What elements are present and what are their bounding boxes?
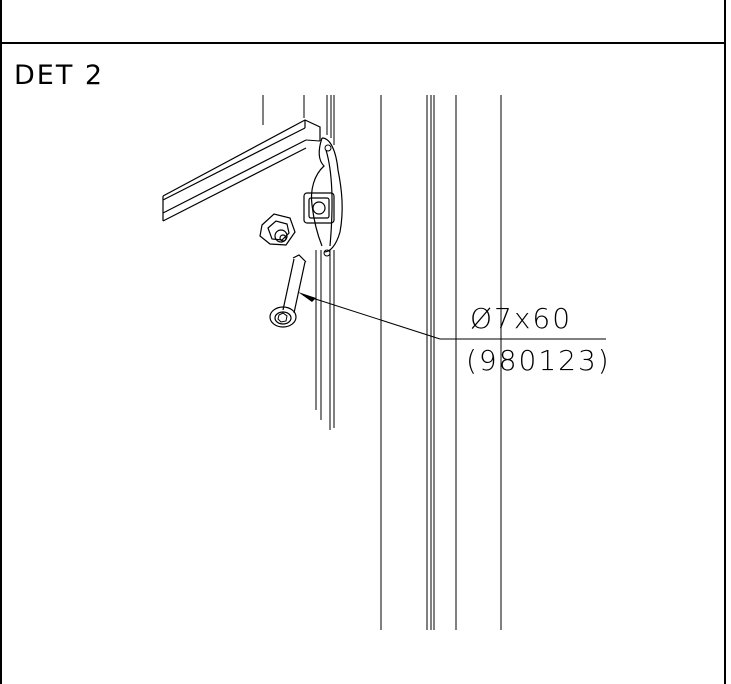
bracket-icon <box>303 137 343 257</box>
detail-title: DET 2 <box>14 60 104 91</box>
door-panel <box>162 119 321 222</box>
callout-part-number: (980123) <box>466 344 611 377</box>
nut-icon <box>259 213 296 246</box>
callout-dimension: Ø7x60 <box>470 302 572 335</box>
screw-icon <box>269 254 307 328</box>
profile-rails <box>262 95 502 630</box>
leader-line <box>298 292 606 340</box>
